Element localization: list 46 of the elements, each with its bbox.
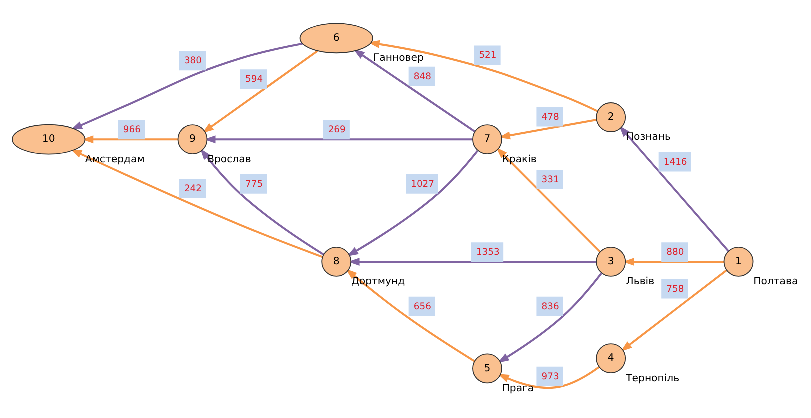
node-circle: 4	[596, 344, 626, 374]
arrow	[496, 148, 601, 253]
arrow	[200, 148, 324, 256]
arrow	[619, 126, 730, 252]
arrow	[368, 40, 598, 112]
edge-label: 880	[666, 247, 684, 258]
edge-label: 521	[479, 50, 497, 62]
edge-label: 331	[542, 174, 560, 186]
node-circle: 5	[472, 354, 502, 384]
edge-label: 1027	[411, 178, 435, 190]
edge-label: 380	[184, 56, 202, 67]
node-circle: 9	[178, 124, 208, 155]
edge-label: 478	[542, 112, 560, 123]
arrow	[353, 49, 476, 132]
node-label: Прага	[502, 383, 534, 394]
edge-label: 848	[414, 71, 432, 82]
node-circle: 1	[724, 247, 754, 277]
edge-label: 966	[123, 124, 141, 136]
node-circle: 8	[322, 247, 352, 277]
edge-label: 973	[542, 371, 560, 382]
arrow	[620, 270, 728, 352]
arrow	[623, 258, 724, 266]
edge-label: 242	[184, 184, 202, 195]
edge-label: 594	[246, 74, 264, 86]
node-label: Полтава	[754, 276, 798, 288]
node-label: Львів	[626, 276, 655, 288]
arrow	[346, 268, 476, 362]
node-label: Тернопіль	[626, 373, 680, 384]
node-circle: 2	[596, 102, 626, 132]
arrow	[498, 272, 602, 364]
node-label: Ганновер	[374, 53, 424, 64]
arrow	[70, 149, 324, 258]
edge-label: 758	[666, 284, 684, 295]
arrow	[71, 42, 303, 130]
arrow	[202, 50, 318, 134]
edge-label: 775	[246, 178, 264, 190]
edge-label: 1353	[476, 247, 500, 258]
arrow	[347, 150, 478, 257]
edge-label: 269	[328, 124, 346, 136]
edge-label: 656	[414, 301, 432, 312]
node-ellipse: 10	[12, 124, 86, 155]
node-circle: 3	[596, 247, 626, 277]
edge-label: 836	[542, 301, 560, 312]
node-ellipse: 6	[300, 23, 374, 54]
node-circle: 7	[472, 124, 502, 155]
edge-label: 1416	[664, 156, 688, 168]
